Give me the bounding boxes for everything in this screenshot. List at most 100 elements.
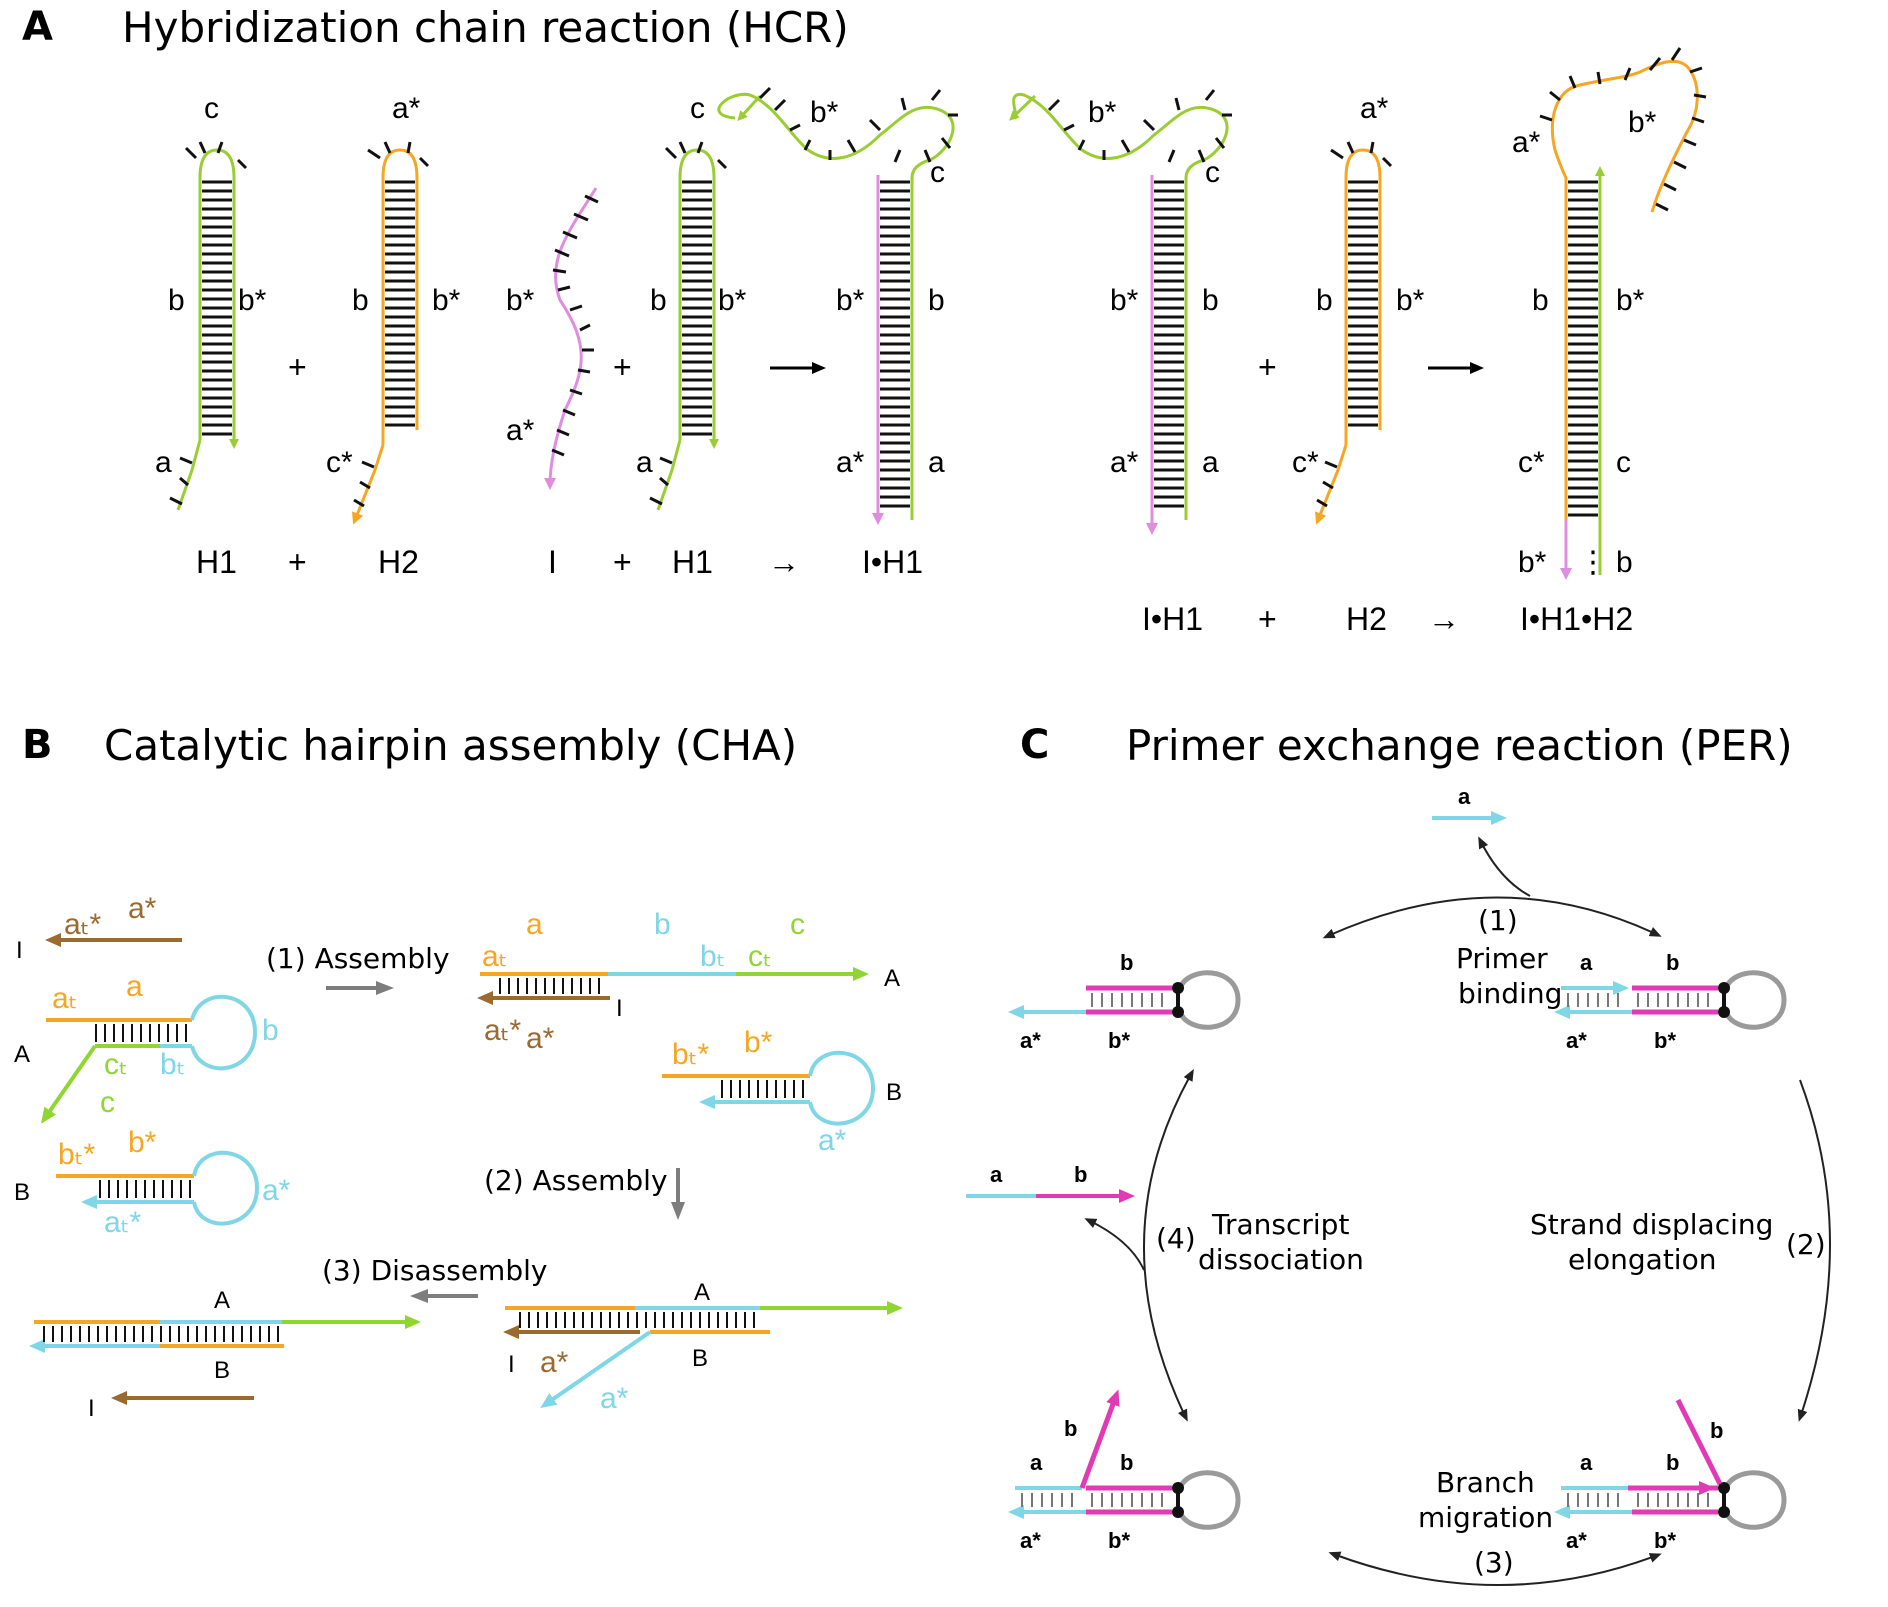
h1-base-pairs [202, 180, 232, 436]
plus-sign: + [288, 544, 307, 580]
label-b: b [1616, 546, 1633, 579]
label-a-star: a* [1020, 1528, 1041, 1553]
initiator-i [544, 187, 599, 490]
plus-sign: + [288, 349, 307, 385]
hairpin-h1 [649, 141, 728, 511]
reaction-arrow: → [768, 544, 800, 580]
label-i-h1: I•H1 [862, 544, 923, 580]
label-i-h1: I•H1 [1142, 601, 1203, 637]
panel-c: C Primer exchange reaction (PER) a (1) P… [966, 721, 1831, 1586]
hairpin-loop [1177, 970, 1241, 1030]
label-hairpin-b: B [886, 1079, 902, 1106]
hairpin-b [662, 1050, 876, 1126]
label-a-star: a* [128, 892, 157, 925]
panel-c-title: Primer exchange reaction (PER) [1126, 721, 1793, 770]
label-a-star: a* [1360, 92, 1389, 125]
panel-c-letter: C [1020, 722, 1049, 768]
label-c: c [930, 156, 945, 189]
label-b: b [1710, 1418, 1723, 1443]
label-b-star: b* [1110, 284, 1139, 317]
plus-sign: + [613, 544, 632, 580]
label-at: aₜ [482, 940, 508, 973]
label-a: a [1202, 446, 1219, 479]
per-hairpin: ba*b*ab [1008, 1389, 1241, 1553]
step-4-number: (4) [1156, 1222, 1196, 1255]
label-a: a [1580, 950, 1593, 975]
label-b-star: b* [1518, 546, 1547, 579]
label-a-star: a* [1566, 1528, 1587, 1553]
hairpin-a [41, 994, 258, 1124]
panel-a-title: Hybridization chain reaction (HCR) [122, 3, 849, 52]
step-1-label: (1) Assembly [266, 942, 450, 975]
complex-i-h1-h2 [1539, 47, 1707, 580]
label-h1: H1 [672, 544, 713, 580]
label-c: c [204, 92, 219, 125]
transcript-release-arrow [1084, 1218, 1145, 1271]
label-bt: bₜ [160, 1048, 186, 1081]
label-a: a [155, 446, 172, 479]
step-2-number: (2) [1786, 1228, 1826, 1261]
step-2-label: (2) Assembly [484, 1164, 668, 1197]
label-a-star: a* [392, 92, 421, 125]
label-c: c [100, 1086, 115, 1119]
label-a-star: a* [540, 1346, 569, 1379]
hairpin-b [56, 1150, 260, 1226]
label-a-star: a* [1020, 1028, 1041, 1053]
step-3-text: Branch [1436, 1466, 1535, 1499]
label-a-star: a* [262, 1174, 291, 1207]
label-b: b [1316, 284, 1333, 317]
complex-i-a-b [503, 1301, 903, 1408]
label-at-star: aₜ* [64, 908, 102, 941]
label-b: b [1666, 1450, 1679, 1475]
label-b-star: b* [1628, 106, 1657, 139]
per-hairpin: ba*b*ab [1554, 1398, 1787, 1553]
label-b-star: b* [432, 284, 461, 317]
hairpin-loop [1723, 1470, 1787, 1530]
label-b: b [1064, 1416, 1077, 1441]
hairpin-h2 [1315, 141, 1393, 525]
step-3-number: (3) [1474, 1546, 1514, 1579]
panel-a-letter: A [22, 4, 53, 50]
complex-i-h1 [717, 86, 958, 525]
label-a-star: a* [1512, 126, 1541, 159]
label-hairpin-a: A [214, 1287, 230, 1314]
label-b: b [1666, 950, 1679, 975]
label-ct: cₜ [104, 1048, 128, 1081]
label-b-star: b* [1396, 284, 1425, 317]
hairpin-h1 [169, 141, 248, 511]
reaction-arrow: → [1428, 601, 1460, 637]
cycle-arrow-4 [1143, 1068, 1194, 1422]
step-1-number: (1) [1478, 904, 1518, 937]
label-hairpin-a: A [14, 1041, 30, 1068]
per-hairpin: ba*b* [1008, 950, 1241, 1053]
label-b-star: b* [506, 284, 535, 317]
label-a: a [990, 1162, 1003, 1187]
transcript-b [1079, 1389, 1120, 1489]
hairpin-loop [1723, 970, 1787, 1030]
label-a: a [126, 970, 143, 1003]
label-a-star: a* [818, 1124, 847, 1157]
label-b: b [168, 284, 185, 317]
plus-sign: + [1258, 349, 1277, 385]
label-b: b [928, 284, 945, 317]
label-b-star: b* [1108, 1528, 1130, 1553]
label-c: c [1616, 446, 1631, 479]
label-a: a [636, 446, 653, 479]
label-b-star: b* [810, 96, 839, 129]
step-3-text: migration [1418, 1501, 1553, 1534]
step-4-text: Transcript [1211, 1208, 1349, 1241]
label-a-star: a* [600, 1382, 629, 1415]
displaced-b [1675, 1398, 1723, 1486]
label-b-star: b* [1108, 1028, 1130, 1053]
label-a: a [1030, 1450, 1043, 1475]
step-3-label: (3) Disassembly [322, 1254, 547, 1287]
step-1-text: Primer [1456, 942, 1548, 975]
label-b: b [654, 908, 671, 941]
label-b-star: b* [718, 284, 747, 317]
label-ct: cₜ [748, 940, 772, 973]
label-c: c [690, 92, 705, 125]
label-c-star: c* [1292, 446, 1319, 479]
label-i-h1-h2: I•H1•H2 [1520, 601, 1633, 637]
ellipsis-dots: ⋮ [1578, 546, 1608, 579]
